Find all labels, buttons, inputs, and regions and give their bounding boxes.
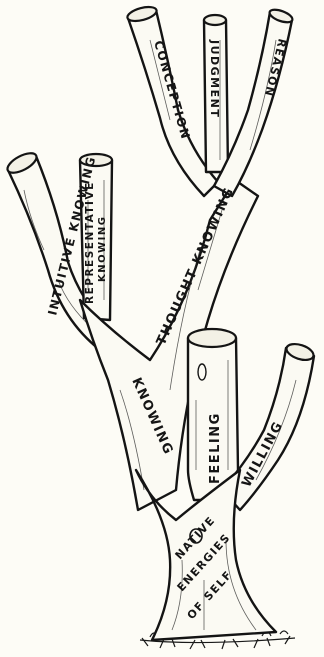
cut-end-feeling: [188, 329, 236, 347]
label-judgment: JUDGMENT: [208, 39, 221, 118]
label-representative: REPRESENTATIVE: [84, 181, 96, 304]
label-representative-knowing: KNOWING: [97, 216, 108, 282]
cut-end-judgment: [204, 15, 226, 25]
label-feeling: FEELING: [208, 412, 223, 484]
